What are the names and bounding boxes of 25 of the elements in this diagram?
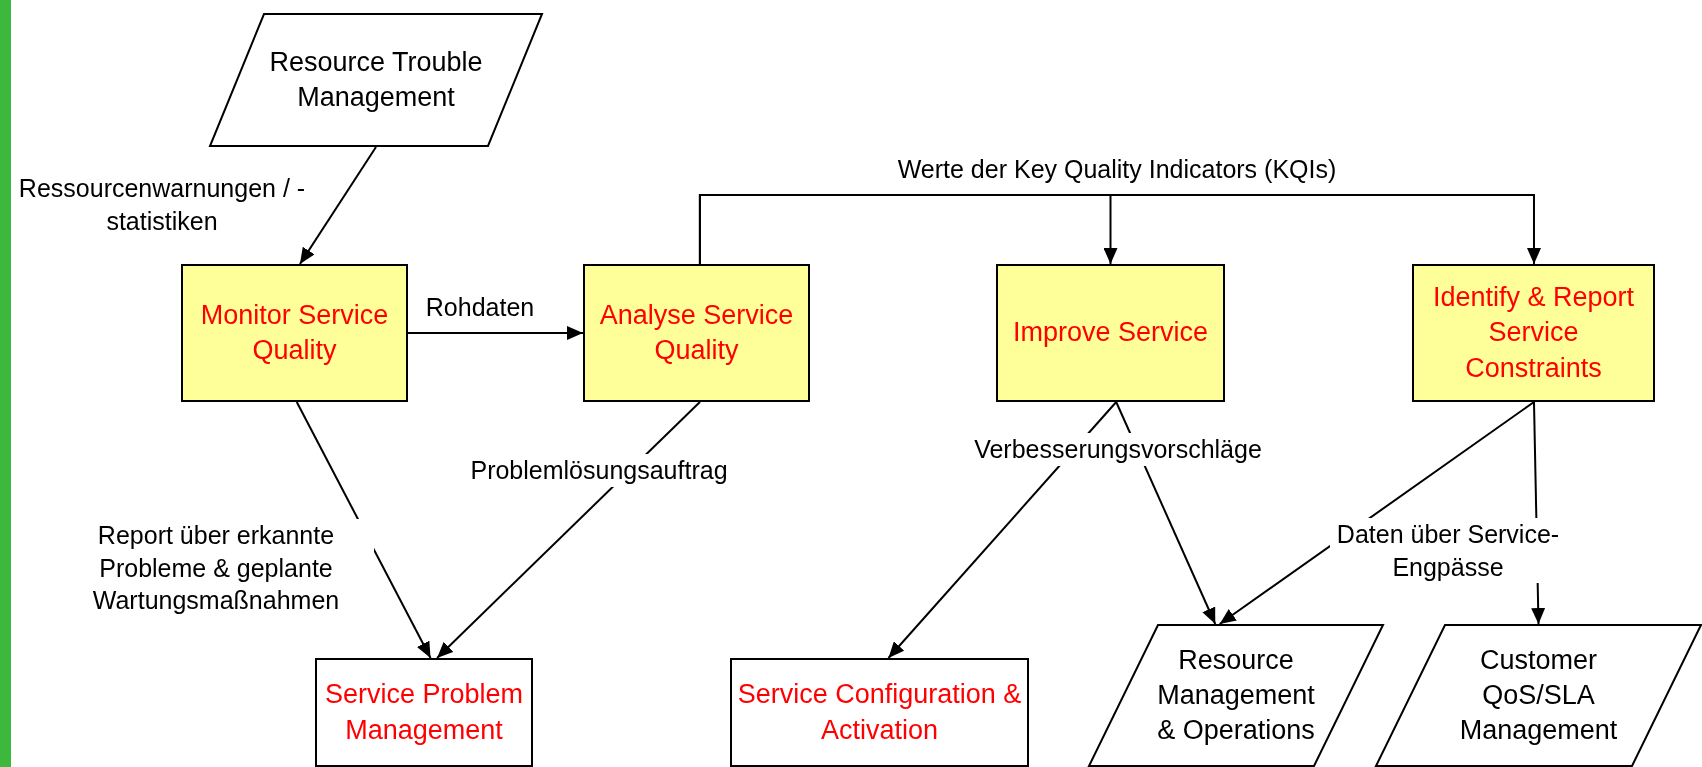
process-box bbox=[583, 264, 810, 402]
arrow bbox=[698, 194, 1541, 265]
process-box bbox=[315, 658, 533, 767]
node-label: Resource Trouble Management bbox=[268, 45, 484, 114]
node-label: Analyse Service Quality bbox=[598, 298, 795, 367]
node-label: Service Problem Management bbox=[323, 678, 525, 747]
process-box bbox=[996, 264, 1225, 402]
process-box bbox=[1412, 264, 1655, 402]
data-parallelogram bbox=[1088, 624, 1384, 767]
arrow bbox=[436, 401, 701, 659]
node-label: Resource Management & Operations bbox=[1157, 643, 1315, 748]
node-label: Monitor Service Quality bbox=[199, 298, 390, 367]
arrow bbox=[407, 326, 584, 340]
data-parallelogram bbox=[1375, 624, 1702, 767]
data-parallelogram bbox=[209, 13, 543, 147]
arrow bbox=[887, 401, 1118, 659]
arrow bbox=[1218, 401, 1535, 625]
arrow bbox=[295, 401, 432, 659]
process-box bbox=[730, 658, 1029, 767]
node-label: Customer QoS/SLA Management bbox=[1458, 643, 1619, 748]
process-box bbox=[181, 264, 408, 402]
node-label: Service Configuration & Activation bbox=[736, 678, 1023, 747]
node-label: Identify & Report Service Constraints bbox=[1431, 281, 1636, 385]
arrow bbox=[298, 146, 377, 265]
node-label: Improve Service bbox=[1012, 316, 1209, 350]
